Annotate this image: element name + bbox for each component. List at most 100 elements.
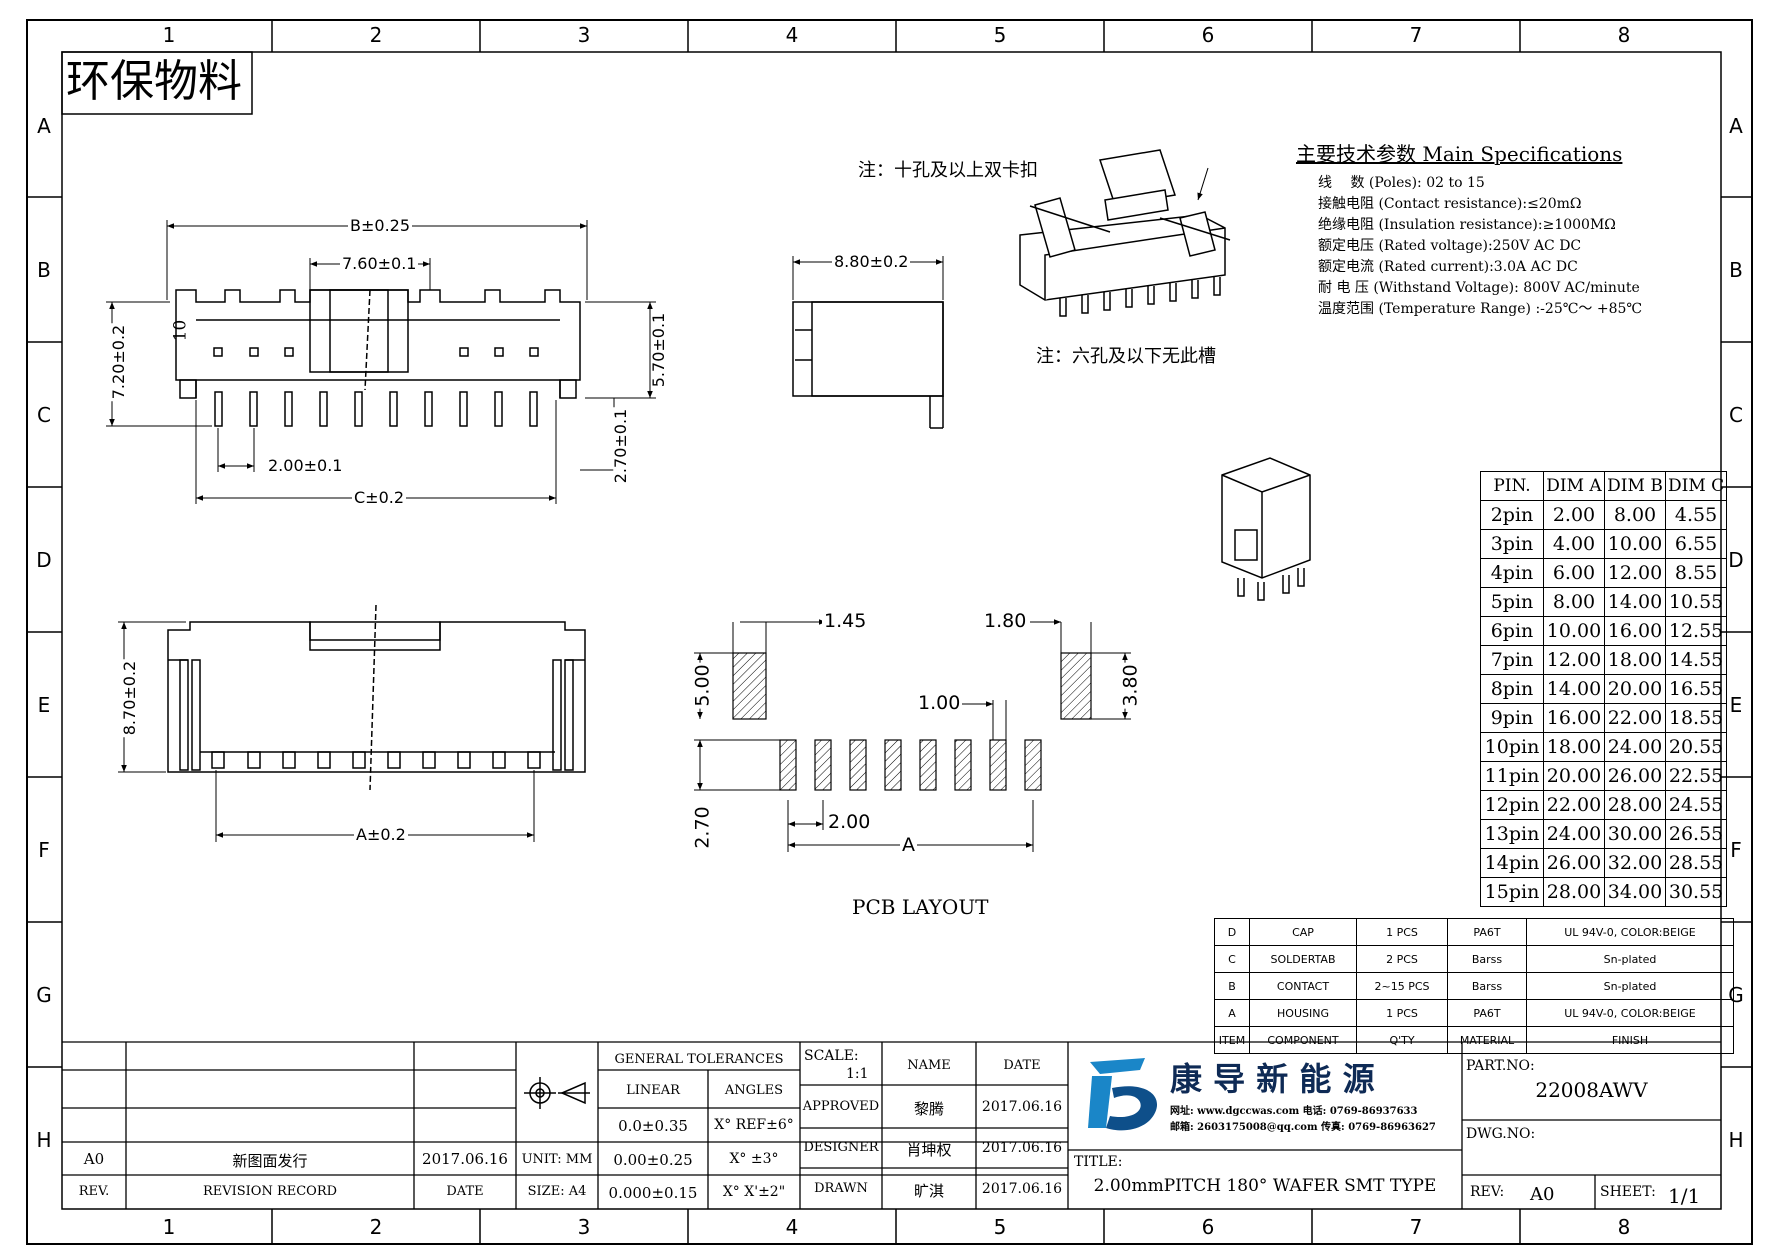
- cell-dim-c: 8.55: [1664, 558, 1728, 588]
- bom-material: MATERIAL: [1447, 1026, 1527, 1054]
- rev-value: A0: [1530, 1184, 1555, 1205]
- cell-dim-b: 10.00: [1604, 529, 1666, 559]
- drawn-date: 2017.06.16: [981, 1181, 1063, 1197]
- cell-pin: 15pin: [1480, 877, 1544, 907]
- dim-270-top: 2.70±0.1: [611, 406, 631, 486]
- stamp-box: [61, 51, 253, 115]
- designer-name: 肖坤权: [906, 1141, 952, 1159]
- bom-qty: 1 PCS: [1356, 918, 1448, 946]
- angles-header: ANGLES: [724, 1083, 784, 1098]
- pcb-dim-380: 3.80: [1119, 662, 1142, 709]
- note-double-clip: 注：十孔及以上双卡扣: [858, 160, 1038, 181]
- bom-material: PA6T: [1447, 999, 1527, 1027]
- cell-pin: 2pin: [1480, 500, 1544, 530]
- cell-pin: 11pin: [1480, 761, 1544, 791]
- company-name: 康 导 新 能 源: [1170, 1060, 1375, 1098]
- company-contact-2: 邮箱: 2603175008@qq.com 传真: 0769-86963627: [1170, 1122, 1436, 1133]
- cell-pin: 7pin: [1480, 645, 1544, 675]
- specs-title: 主要技术参数 Main Specifications: [1296, 142, 1623, 166]
- bom-finish: Sn-plated: [1526, 972, 1734, 1000]
- revision-record-header: REVISION RECORD: [202, 1184, 338, 1199]
- side-view: [792, 256, 944, 429]
- drawing-title: 2.00mmPITCH 180° WAFER SMT TYPE: [1093, 1176, 1437, 1196]
- sheet-header: SHEET:: [1600, 1184, 1656, 1200]
- spec-contact-resistance: 接触电阻 (Contact resistance):≤20mΩ: [1318, 196, 1582, 212]
- pcb-dim-145: 1.45: [822, 610, 869, 632]
- zone-row-a-right: A: [1729, 114, 1743, 138]
- zone-col-8: 8: [1617, 23, 1631, 47]
- cell-dim-c: 30.55: [1664, 877, 1728, 907]
- cell-pin: 6pin: [1480, 616, 1544, 646]
- cell-dim-a: 6.00: [1543, 558, 1605, 588]
- title-block-grid: [62, 1041, 1721, 1209]
- spec-withstand: 耐 电 压 (Withstand Voltage): 800V AC/minut…: [1318, 280, 1640, 296]
- cell-pin: 9pin: [1480, 703, 1544, 733]
- header-pin: PIN.: [1480, 471, 1544, 501]
- cell-dim-a: 26.00: [1543, 848, 1605, 878]
- zone-row-a: A: [37, 114, 51, 138]
- bom-finish: UL 94V-0, COLOR:BEIGE: [1526, 999, 1734, 1027]
- cell-pin: 3pin: [1480, 529, 1544, 559]
- cell-pin: 10pin: [1480, 732, 1544, 762]
- cell-dim-c: 12.55: [1664, 616, 1728, 646]
- pcb-dim-500: 5.00: [691, 662, 714, 709]
- zone-col-1-bottom: 1: [162, 1215, 176, 1239]
- iso-small: [1221, 457, 1311, 601]
- cell-dim-c: 26.55: [1664, 819, 1728, 849]
- cell-dim-b: 22.00: [1604, 703, 1666, 733]
- zone-row-h-right: H: [1728, 1128, 1744, 1152]
- bom-item: B: [1214, 972, 1250, 1000]
- bom-finish: Sn-plated: [1526, 945, 1734, 973]
- cell-pin: 13pin: [1480, 819, 1544, 849]
- cell-dim-c: 14.55: [1664, 645, 1728, 675]
- rev-desc: 新图面发行: [232, 1152, 308, 1170]
- cell-dim-b: 30.00: [1604, 819, 1666, 849]
- bom-finish: UL 94V-0, COLOR:BEIGE: [1526, 918, 1734, 946]
- spec-current: 额定电流 (Rated current):3.0A AC DC: [1318, 259, 1578, 275]
- zone-col-6: 6: [1201, 23, 1215, 47]
- cell-dim-b: 16.00: [1604, 616, 1666, 646]
- top-view: [175, 289, 581, 427]
- rev-a0: A0: [83, 1150, 105, 1168]
- projection-symbol: [524, 1077, 590, 1109]
- pcb-pads: [732, 652, 1092, 791]
- cell-dim-b: 34.00: [1604, 877, 1666, 907]
- front-view: [167, 604, 586, 791]
- cell-pin: 4pin: [1480, 558, 1544, 588]
- name-header: NAME: [907, 1058, 951, 1073]
- dim-760: 7.60±0.1: [340, 254, 419, 273]
- cell-dim-a: 18.00: [1543, 732, 1605, 762]
- pcb-dim-270: 2.70: [691, 804, 714, 851]
- zone-col-1: 1: [162, 23, 176, 47]
- bom-qty: Q'TY: [1356, 1026, 1448, 1054]
- zone-col-2-bottom: 2: [369, 1215, 383, 1239]
- spec-temperature: 温度范围 (Temperature Range) :-25℃～ +85℃: [1318, 301, 1643, 317]
- stamp-label: 环保物料: [66, 56, 242, 107]
- designer-label: DESIGNER: [803, 1140, 879, 1155]
- zone-col-8-bottom: 8: [1617, 1215, 1631, 1239]
- dim-570: 5.70±0.1: [649, 310, 669, 390]
- bom-item: ITEM: [1214, 1026, 1250, 1054]
- cell-dim-b: 18.00: [1604, 645, 1666, 675]
- cell-dim-a: 16.00: [1543, 703, 1605, 733]
- dim-c: C±0.2: [352, 488, 407, 507]
- title-header: TITLE:: [1074, 1154, 1123, 1170]
- zone-row-e: E: [37, 693, 51, 717]
- cell-dim-a: 14.00: [1543, 674, 1605, 704]
- zone-row-e-right: E: [1729, 693, 1743, 717]
- cell-dim-b: 28.00: [1604, 790, 1666, 820]
- bom-item: A: [1214, 999, 1250, 1027]
